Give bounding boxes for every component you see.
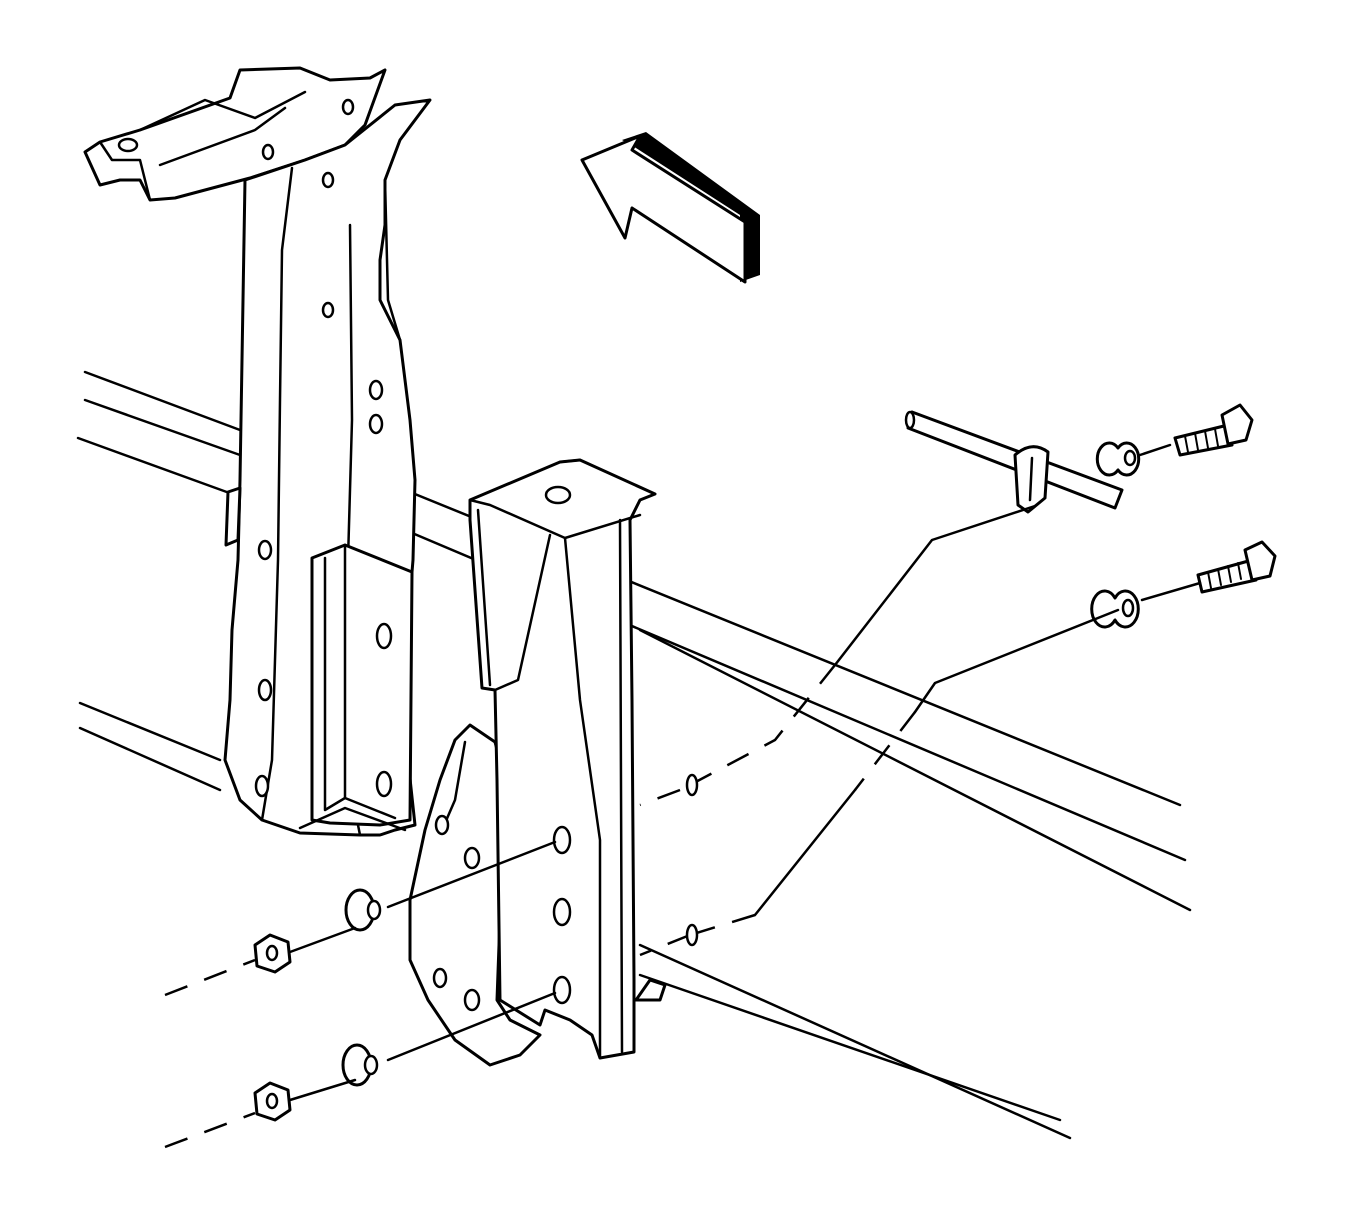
mount-hole (377, 772, 391, 796)
mount-hole (323, 173, 333, 187)
installation-lines (165, 445, 1200, 1147)
mount-hole (554, 977, 570, 1003)
mount-hole (465, 990, 479, 1010)
mount-hole (370, 381, 382, 399)
bolt-lower (1092, 542, 1275, 627)
fastener-set-lower (255, 1045, 377, 1120)
bolt-upper (1097, 405, 1252, 475)
mount-hole (259, 680, 271, 700)
mount-hole (377, 624, 391, 648)
mount-hole (370, 415, 382, 433)
mount-hole (263, 145, 273, 159)
mount-hole (554, 827, 570, 853)
bolt-icon (1175, 425, 1232, 455)
mount-hole (465, 848, 479, 868)
mount-hole (259, 541, 271, 559)
mount-hole (323, 303, 333, 317)
mount-hole (554, 899, 570, 925)
brake-line (906, 412, 1122, 512)
mount-hole (343, 100, 353, 114)
washer-icon (343, 1045, 371, 1085)
mount-hole (119, 139, 137, 151)
mount-hole (436, 816, 448, 834)
body-pillar (85, 68, 430, 835)
washer-icon (346, 890, 374, 930)
direction-arrow-icon (582, 132, 760, 282)
mount-hole (256, 776, 268, 796)
fastener-set-upper (255, 890, 380, 972)
mount-hole (546, 487, 570, 503)
support-bracket (470, 460, 655, 1058)
mount-hole (434, 969, 446, 987)
